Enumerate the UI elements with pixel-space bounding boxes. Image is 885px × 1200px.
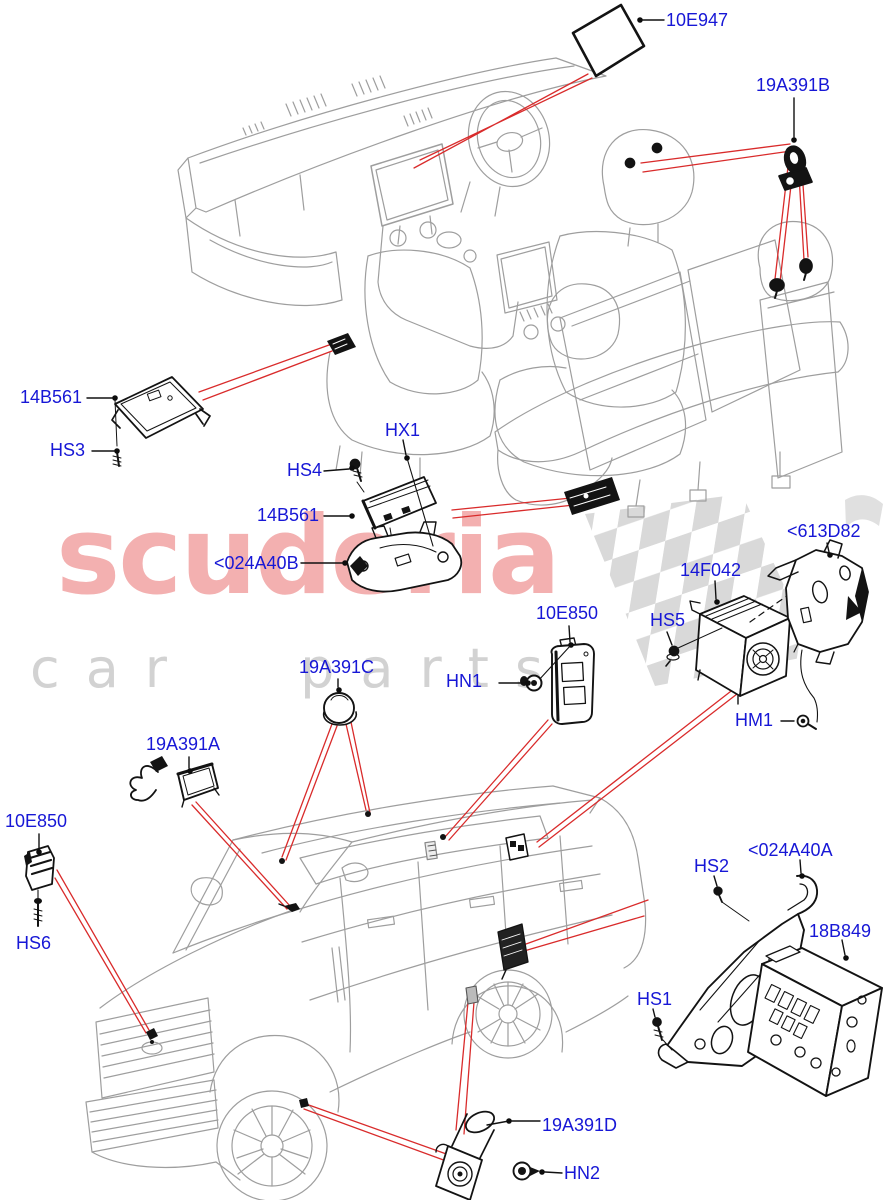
part-label-hn2[interactable]: HN2 bbox=[564, 1163, 601, 1183]
part-19a391d-antenna bbox=[435, 1110, 496, 1200]
leader-lines bbox=[36, 17, 849, 1175]
part-19a391b-antenna bbox=[778, 145, 813, 191]
part-10e850-module-upper bbox=[537, 637, 595, 725]
part-label-hm1[interactable]: HM1 bbox=[735, 710, 774, 730]
in-situ-marks bbox=[146, 142, 813, 1108]
part-14f042-amplifier bbox=[689, 595, 791, 705]
part-hs5-screw bbox=[665, 627, 723, 667]
part-hs2-screw bbox=[713, 886, 750, 922]
part-14b561-module-left bbox=[111, 376, 211, 467]
part-label-613d82[interactable]: <613D82 bbox=[787, 521, 861, 541]
watermark-brand: scuderia bbox=[56, 494, 561, 619]
part-label-hs5[interactable]: HS5 bbox=[650, 610, 686, 630]
leader-dots bbox=[36, 17, 849, 1175]
part-label-19a391c[interactable]: 19A391C bbox=[299, 657, 375, 677]
part-label-10e947[interactable]: 10E947 bbox=[666, 10, 729, 30]
part-label-14b561-b[interactable]: 14B561 bbox=[257, 505, 320, 525]
part-hs4-screw bbox=[349, 458, 365, 493]
part-label-19a391b[interactable]: 19A391B bbox=[756, 75, 831, 95]
part-label-14f042[interactable]: 14F042 bbox=[680, 560, 742, 580]
part-label-hs1[interactable]: HS1 bbox=[637, 989, 673, 1009]
part-hn2-grommet bbox=[512, 1161, 540, 1181]
part-10e947-glass bbox=[571, 3, 646, 78]
part-19a391c-dome bbox=[322, 692, 358, 726]
part-label-10e850-b[interactable]: 10E850 bbox=[5, 811, 68, 831]
part-hm1-bolt bbox=[796, 649, 819, 730]
part-label-hx1[interactable]: HX1 bbox=[385, 420, 421, 440]
part-19a391a-antenna bbox=[129, 756, 220, 808]
part-label-18b849[interactable]: 18B849 bbox=[809, 921, 872, 941]
part-10e850-bracket-lower bbox=[24, 845, 55, 927]
part-024a40b-bracket bbox=[346, 521, 463, 593]
part-label-19a391d[interactable]: 19A391D bbox=[542, 1115, 618, 1135]
part-drawings bbox=[24, 3, 883, 1200]
part-label-hs6[interactable]: HS6 bbox=[16, 933, 52, 953]
part-18b849-ecu bbox=[747, 945, 883, 1097]
part-label-hs2[interactable]: HS2 bbox=[694, 856, 730, 876]
part-label-hs3[interactable]: HS3 bbox=[50, 440, 86, 460]
part-label-024a40b[interactable]: <024A40B bbox=[214, 553, 299, 573]
part-14b561-module-mid bbox=[361, 476, 437, 541]
part-label-024a40a[interactable]: <024A40A bbox=[748, 840, 833, 860]
part-label-10e850-a[interactable]: 10E850 bbox=[536, 603, 599, 623]
vehicle-lineart bbox=[85, 57, 849, 1200]
watermark-tagline: car parts bbox=[30, 637, 570, 700]
part-label-hn1[interactable]: HN1 bbox=[446, 671, 483, 691]
part-hs1-screw bbox=[652, 1017, 673, 1051]
hx1-pointer-line bbox=[406, 457, 434, 547]
part-label-19a391a[interactable]: 19A391A bbox=[146, 734, 221, 754]
part-label-hs4[interactable]: HS4 bbox=[287, 460, 323, 480]
part-label-14b561-a[interactable]: 14B561 bbox=[20, 387, 83, 407]
part-613d82-bracket bbox=[767, 539, 869, 665]
